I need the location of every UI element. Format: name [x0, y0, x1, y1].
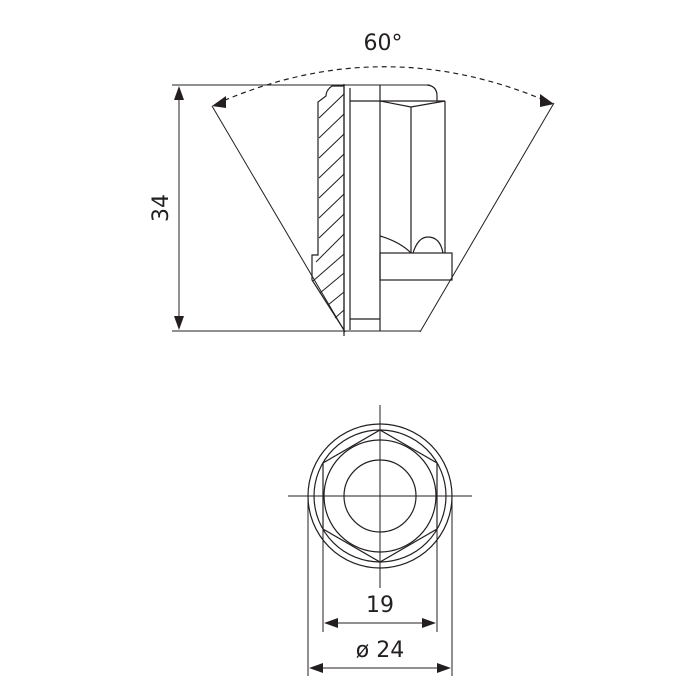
height-arrow-top [174, 86, 184, 100]
hex-arrow-left [324, 618, 338, 628]
hatching [312, 93, 345, 319]
angle-arrow-right [540, 94, 554, 107]
hex-chamfer-top [379, 100, 446, 108]
height-arrow-bottom [174, 316, 184, 330]
flange [379, 252, 453, 281]
section-outline [311, 85, 345, 333]
dia-arrow-left [309, 663, 323, 673]
top-view: 19 ø 24 [288, 405, 472, 676]
dia-arrow-right [437, 663, 451, 673]
hex-inscribed-circle [323, 439, 437, 553]
hex-chamfer-bottom [379, 235, 412, 254]
hex-arrow-right [422, 618, 436, 628]
side-view: 60° 34 [149, 31, 555, 336]
angle-arc [215, 66, 552, 105]
angle-label: 60° [364, 31, 403, 56]
height-label: 34 [149, 194, 174, 222]
cap-dome [426, 84, 438, 101]
hexagon [322, 429, 438, 563]
cone-line-right [419, 102, 555, 333]
cone-line-left [211, 105, 346, 333]
hex-width-label: 19 [366, 593, 394, 618]
diameter-label: ø 24 [356, 638, 404, 663]
bore-circle [343, 459, 417, 533]
angle-arrow-left [212, 96, 226, 108]
hex-bottom-dome [412, 236, 444, 254]
